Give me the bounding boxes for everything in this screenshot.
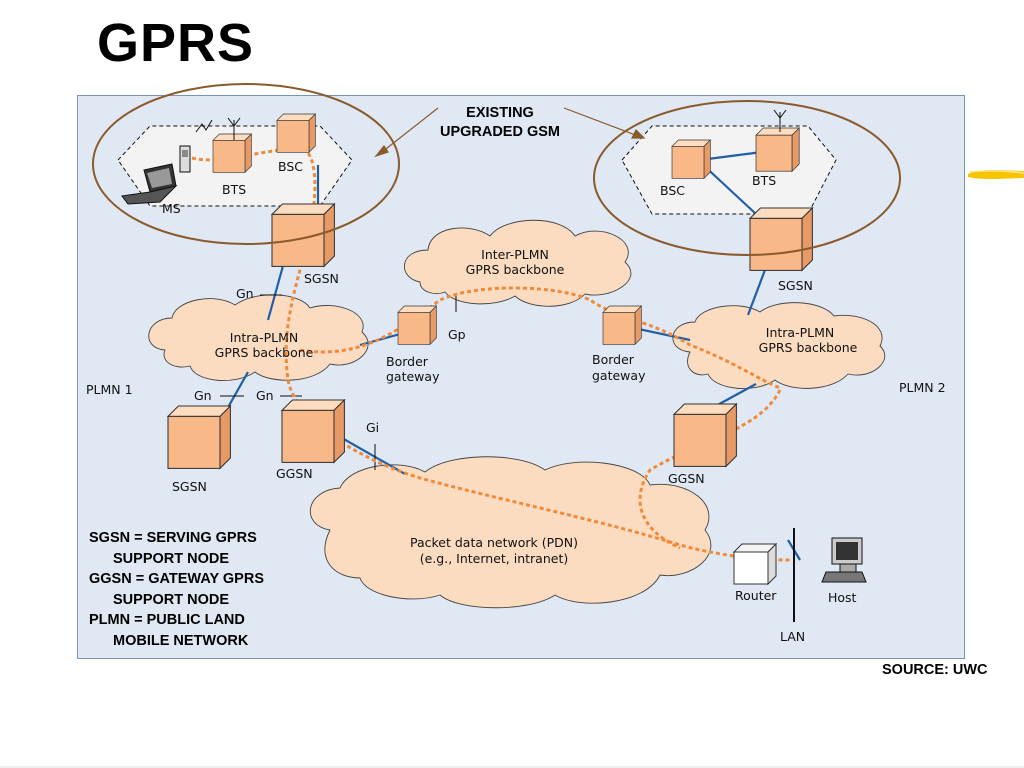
label-host: Host (828, 590, 857, 605)
label-ggsn-left: GGSN (276, 466, 313, 481)
label-pdn-2: (e.g., Internet, intranet) (420, 551, 568, 566)
label-bsc-right: BSC (660, 183, 685, 198)
label-sgsn-top-left: SGSN (304, 271, 339, 286)
sgsn-top-left-node (271, 203, 335, 267)
cell-area-right (621, 125, 837, 215)
laptop-icon (121, 163, 178, 205)
ggsn-left-node (281, 399, 345, 463)
mobile-phone-icon (179, 145, 191, 173)
callout-upgraded-gsm: UPGRADED GSM (440, 124, 560, 140)
slide-title: GPRS (97, 13, 255, 73)
host-computer-icon (821, 537, 867, 583)
label-inter-1: Inter-PLMN (481, 247, 549, 262)
existing-gsm-ellipse-left (92, 83, 400, 245)
label-intra-left-2: GPRS backbone (215, 345, 314, 360)
label-ms: MS (162, 201, 181, 216)
label-bsc-left: BSC (278, 159, 303, 174)
label-gp: Gp (448, 327, 466, 342)
border-gateway-right-node (602, 305, 642, 345)
label-border-right-1: Border (592, 352, 635, 367)
callout-arrows (374, 107, 646, 158)
label-gi: Gi (366, 420, 379, 435)
sgsn-right-node (749, 207, 813, 271)
cloud-inter-plmn (403, 219, 632, 307)
border-gateway-left-node (397, 305, 437, 345)
label-sgsn-bottom-left: SGSN (172, 479, 207, 494)
interface-ticks (220, 294, 457, 470)
label-intra-right-1: Intra-PLMN (766, 325, 834, 340)
bsc-left-node (276, 113, 316, 153)
cloud-intra-plmn-right (672, 302, 886, 389)
legend-plmn-cont: MOBILE NETWORK (113, 632, 249, 649)
label-intra-right-2: GPRS backbone (759, 340, 858, 355)
label-bts-right: BTS (752, 173, 776, 188)
label-gn-1: Gn (236, 286, 254, 301)
router-icon (732, 542, 778, 586)
legend-ggsn-term: GGSN = GATEWAY GPRS (89, 571, 264, 587)
sgsn-bottom-left-node (167, 405, 231, 469)
legend-plmn-term: PLMN = PUBLIC LAND (89, 612, 245, 628)
bsc-right-node (671, 139, 711, 179)
label-bts-left: BTS (222, 182, 246, 197)
ggsn-right-node (673, 403, 737, 467)
bts-left-node (212, 133, 252, 173)
cloud-pdn (309, 456, 712, 609)
label-intra-left-1: Intra-PLMN (230, 330, 298, 345)
yellow-highlight-stroke (968, 170, 1024, 179)
label-sgsn-right: SGSN (778, 278, 813, 293)
abbreviation-legend: SGSN = SERVING GPRS SUPPORT NODE GGSN = … (89, 528, 264, 651)
label-gn-3: Gn (256, 388, 274, 403)
cloud-intra-plmn-left (148, 294, 369, 381)
legend-sgsn-cont: SUPPORT NODE (113, 550, 230, 567)
label-border-left-1: Border (386, 354, 429, 369)
source-credit: SOURCE: UWC (882, 662, 988, 678)
label-inter-2: GPRS backbone (466, 262, 565, 277)
callout-existing: EXISTING (466, 105, 534, 121)
label-border-left-2: gateway (386, 369, 440, 384)
legend-ggsn-cont: SUPPORT NODE (113, 591, 230, 608)
radio-wave-icon (195, 119, 213, 133)
label-border-right-2: gateway (592, 368, 646, 383)
label-ggsn-right: GGSN (668, 471, 705, 486)
existing-gsm-ellipse-right (593, 100, 901, 256)
label-plmn2: PLMN 2 (899, 380, 946, 395)
label-router: Router (735, 588, 777, 603)
antenna-icon (227, 109, 787, 140)
label-pdn-1: Packet data network (PDN) (410, 535, 578, 550)
bts-right-node (755, 127, 800, 172)
label-lan: LAN (780, 629, 805, 644)
label-gn-2: Gn (194, 388, 212, 403)
label-plmn1: PLMN 1 (86, 382, 133, 397)
bottom-divider (0, 766, 1024, 768)
legend-sgsn-term: SGSN = SERVING GPRS (89, 530, 257, 546)
